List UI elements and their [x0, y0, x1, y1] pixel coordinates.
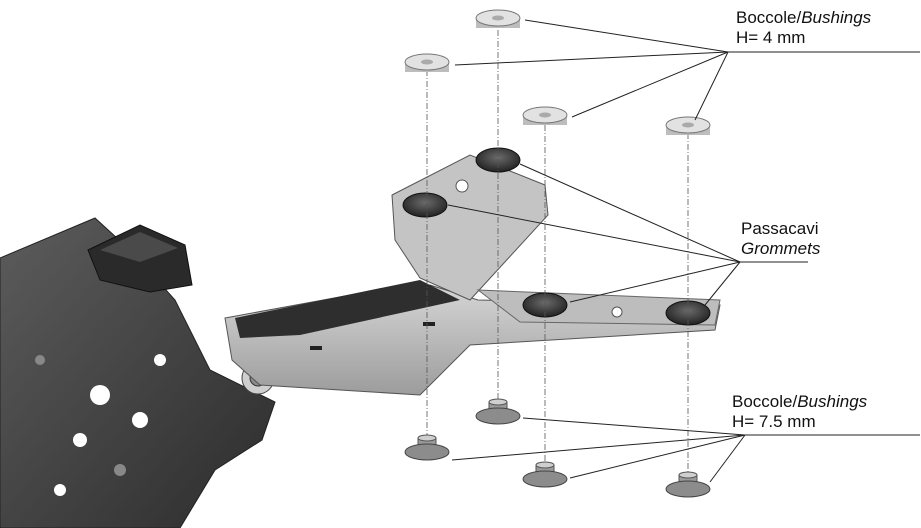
plate-hole: [73, 433, 87, 447]
label-english: Grommets: [741, 239, 821, 258]
label-height: H= 4 mm: [736, 28, 806, 47]
grommet: [402, 192, 448, 218]
flanged-bushing: [475, 398, 521, 425]
label-italian: Boccole: [736, 8, 797, 27]
plate-hole: [154, 354, 166, 366]
label-italian: Boccole: [732, 392, 793, 411]
plate-hole: [132, 412, 148, 428]
bushings-7-5mm: [404, 398, 711, 498]
flanged-bushing: [665, 471, 711, 498]
label-height: H= 7.5 mm: [732, 412, 816, 431]
plate-hole: [90, 385, 110, 405]
label-italian: Passacavi: [741, 219, 819, 238]
reflector: [87, 224, 193, 293]
bushing: [475, 9, 521, 28]
leader-lines: [447, 19, 920, 483]
mounting-plate: [0, 217, 276, 528]
bushings-7-5mm-label: Boccole/Bushings H= 7.5 mm: [732, 392, 868, 431]
grommets-label: Passacavi Grommets: [741, 219, 820, 259]
bushing: [665, 116, 711, 135]
bushing: [404, 53, 450, 72]
plate-hole: [35, 355, 45, 365]
bushing: [522, 106, 568, 125]
flanged-bushing: [404, 434, 450, 461]
rubber-pad: [235, 280, 460, 338]
bushings-4mm: [404, 9, 711, 135]
plate-hole: [114, 464, 126, 476]
bushings-4mm-label: Boccole/Bushings H= 4 mm: [736, 8, 872, 47]
center-axes: [426, 30, 689, 478]
arm-hole: [611, 306, 623, 318]
label-english: Bushings: [801, 8, 872, 27]
flanged-bushing: [522, 461, 568, 488]
label-english: Bushings: [797, 392, 868, 411]
plate-hole: [54, 484, 66, 496]
arm-hole: [455, 179, 469, 193]
license-plate-arm: [224, 154, 721, 396]
